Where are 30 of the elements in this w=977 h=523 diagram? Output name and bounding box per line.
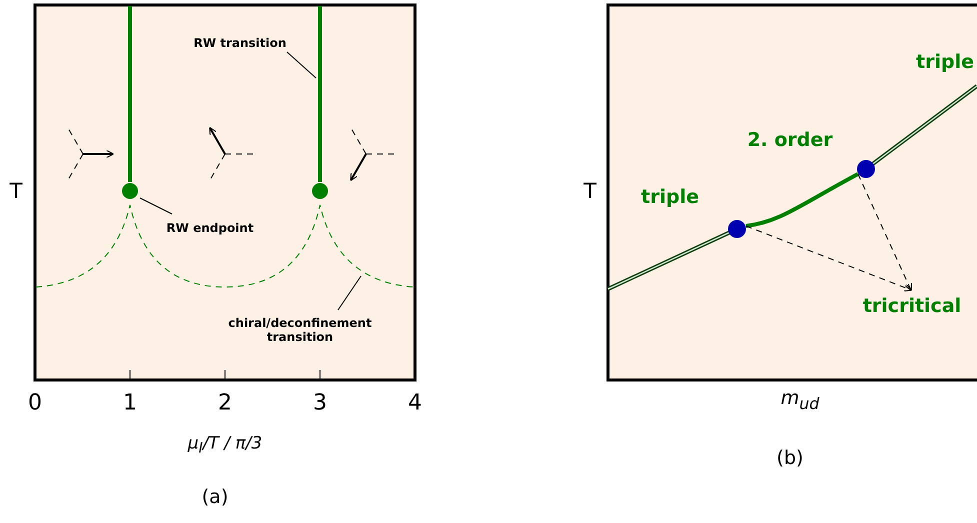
endpoint-dot <box>122 183 138 199</box>
axis-label: m$_{ud}$ <box>780 387 820 413</box>
phase-label: triple <box>641 186 699 208</box>
arrow <box>746 226 912 292</box>
leader-line <box>338 276 362 310</box>
axis-label: T <box>10 179 22 203</box>
axis-label: μ$_{I}$/T / π/3 <box>188 433 262 457</box>
arrow <box>858 174 912 292</box>
leader-line <box>286 52 316 78</box>
leader-line <box>140 198 172 214</box>
annotation-text: tricritical <box>862 295 962 317</box>
tick-label: 1 <box>123 390 137 416</box>
tick-label: 2 <box>218 390 232 416</box>
annotation-text: RW endpoint <box>166 221 254 235</box>
axis-label: T <box>584 179 596 203</box>
transition-line <box>318 6 322 182</box>
dashed-transition-curve <box>36 204 414 288</box>
endpoint-dot <box>312 183 328 199</box>
phase-label: triple <box>916 51 974 73</box>
panel-caption: (a) <box>202 486 228 508</box>
tick-label: 4 <box>408 390 422 416</box>
transition-line <box>746 172 859 228</box>
annotation-text: RW transition <box>194 36 286 50</box>
critical-point-dot <box>857 160 875 178</box>
phase-label: 2. order <box>747 129 833 151</box>
tick-label: 0 <box>28 390 42 416</box>
annotation-text: chiral/deconfinement transition <box>225 316 375 344</box>
panel-caption: (b) <box>776 447 804 469</box>
critical-point-dot <box>728 220 746 238</box>
tick-label: 3 <box>313 390 327 416</box>
